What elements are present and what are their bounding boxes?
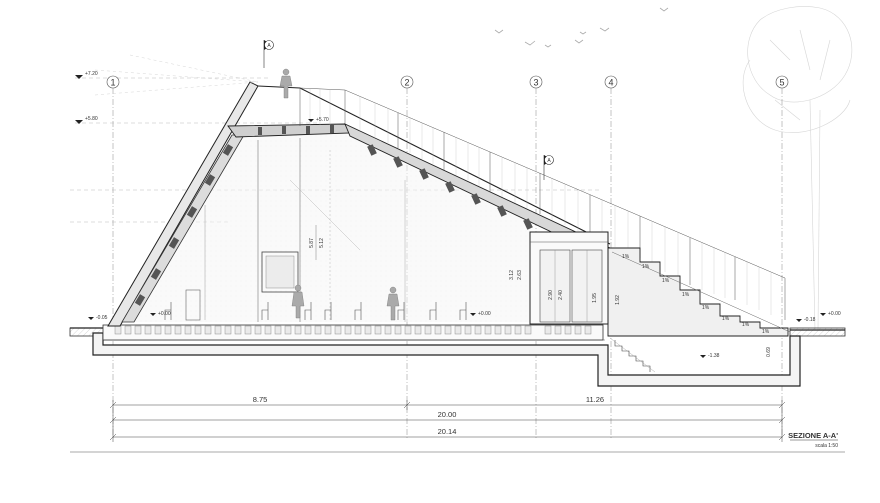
dim-outer-total: 20.14 [438,427,457,436]
slope-3: 1% [662,278,670,284]
level-upper: +5.80 [85,116,98,122]
interior-stair [609,337,656,373]
drawing-title: SEZIONE A-A' [788,431,838,440]
level-pit: -1.38 [708,353,720,359]
section-marker-mid-label: A [547,158,551,164]
level-roof-inner: +5.70 [316,117,329,123]
dim-2-90: 2.90 [548,290,554,300]
dim-1-95: 1.95 [592,293,598,303]
section-marker-top: A [263,40,274,68]
level-floor-left: +0.00 [158,311,171,317]
dim-3-12: 3.12 [509,270,515,280]
section-marker-top-label: A [267,43,271,49]
roof-structure [107,81,611,327]
grid-label-1: 1 [110,78,115,88]
slope-7: 1% [742,322,750,328]
slope-1: 1% [622,254,630,260]
grid-label-2: 2 [404,78,409,88]
grid-label-4: 4 [608,78,613,88]
dim-left-span: 8.75 [253,395,268,404]
slope-2: 1% [642,264,650,270]
level-top: +7.20 [85,71,98,77]
grid-label-5: 5 [779,78,784,88]
slope-4: 1% [682,292,690,298]
level-ground-right-b: +0.00 [828,311,841,317]
dim-2-63: 2.63 [517,270,523,280]
dim-5-12: 5.12 [319,238,325,248]
dim-inner-total: 20.00 [438,410,457,419]
interior-volume [118,133,530,322]
railing [299,87,786,320]
birds [494,7,669,48]
door-block [529,231,609,325]
external-stair [607,247,791,337]
level-floor-center: +0.00 [478,311,491,317]
drawing-scale: scala 1:50 [815,443,838,449]
grid-label-3: 3 [533,78,538,88]
slope-labels: 1% 1% 1% 1% 1% 1% 1% 1% [622,254,770,335]
dimension-lines [109,400,786,442]
section-marker-mid: A [543,155,554,180]
sight-lines [94,54,259,96]
dim-1-92: 1.92 [615,295,621,305]
tree-sketch [742,6,853,331]
level-marks: +7.20 +5.80 +5.70 -0.05 +0.00 +0.00 -0.1… [75,71,841,359]
dim-2-40: 2.40 [558,290,564,300]
level-ground-right-a: -0.18 [804,317,816,323]
grid-bubbles: 1 2 3 4 5 [106,75,789,89]
slope-5: 1% [702,305,710,311]
slope-6: 1% [722,316,730,322]
dim-right-span: 11.26 [586,395,604,404]
dim-5-87: 5.87 [309,238,315,248]
foundation [92,324,801,387]
level-ground-left: -0.05 [96,315,108,321]
slope-8: 1% [762,329,770,335]
inner-dimensions: 5.87 5.12 3.12 2.63 2.90 2.40 1.95 1.92 … [309,225,772,357]
dim-0-69: 0.69 [766,347,772,357]
interior-furniture [164,68,467,322]
